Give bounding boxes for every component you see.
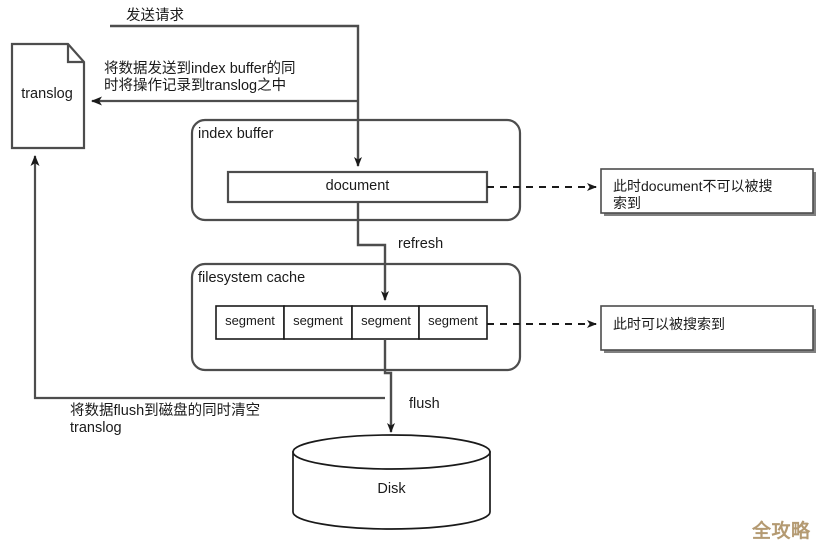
disk-node [292, 434, 491, 530]
edge-refresh [356, 202, 389, 301]
segment-label-2: segment [361, 313, 411, 328]
disk-top-ellipse [292, 434, 491, 470]
disk-label: Disk [377, 481, 406, 497]
disk-body [292, 451, 491, 530]
edge-flush-clears-translog [30, 155, 385, 400]
note-searchable-box [600, 305, 816, 353]
translog-shape [10, 42, 86, 150]
note-not-searchable-text: 此时document不可以被搜 索到 [613, 178, 773, 211]
translog-fold-icon [66, 44, 84, 64]
note-searchable-text: 此时可以被搜索到 [613, 316, 725, 332]
segment-label-1: segment [293, 313, 343, 328]
segment-label-0: segment [225, 313, 275, 328]
translog-label: translog [21, 86, 73, 102]
flush-label: flush [409, 396, 440, 412]
note-not-searchable-box [600, 168, 816, 216]
edge-flush [383, 339, 395, 433]
filesystem-cache-label: filesystem cache [198, 270, 306, 286]
document-label: document [325, 178, 390, 194]
watermark-label: 全攻略 [752, 520, 811, 542]
flush-note-label: 将数据flush到磁盘的同时清空 translog [70, 403, 261, 437]
index-buffer-label: index buffer [198, 126, 274, 142]
note-1-rect [600, 168, 814, 214]
refresh-label: refresh [398, 236, 444, 252]
note-2-rect [600, 305, 814, 351]
send-request-label: 发送请求 [126, 8, 184, 24]
send-data-to-translog-label: 将数据发送到index buffer的同 时将操作记录到translog之中 [104, 61, 296, 95]
segment-box-3 [418, 305, 488, 340]
edge-send-request [110, 24, 362, 167]
translog-node [10, 42, 86, 150]
segment-label-3: segment [428, 313, 478, 328]
